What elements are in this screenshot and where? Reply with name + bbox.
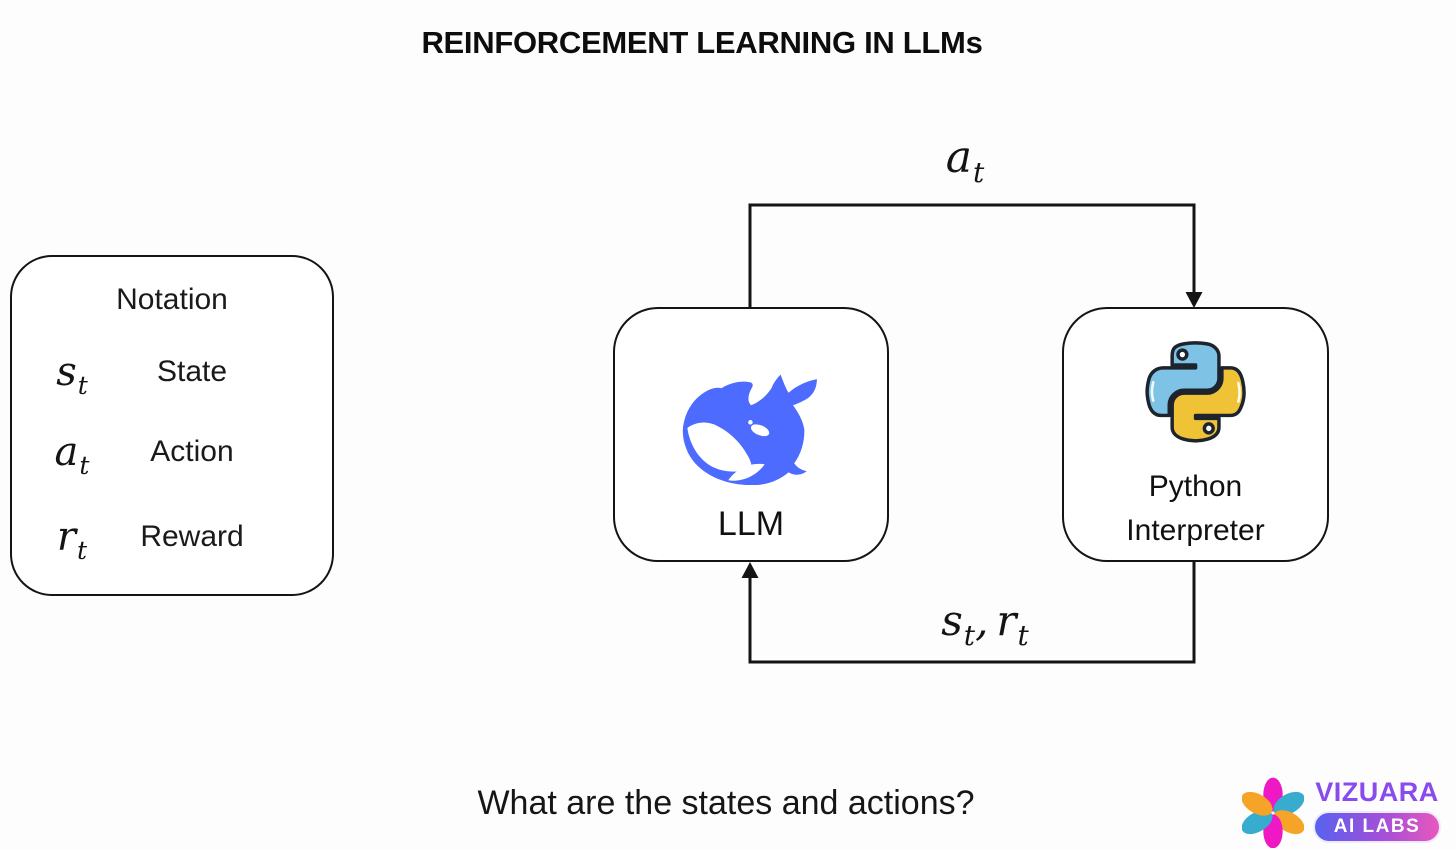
whale-belly bbox=[687, 422, 752, 472]
python-interpreter-node: Python Interpreter bbox=[1062, 307, 1329, 562]
whale-fin-notch bbox=[728, 463, 765, 481]
bottom-arrow-head-icon bbox=[741, 562, 759, 578]
state-label: State bbox=[156, 355, 228, 388]
notation-row-reward: rt Reward bbox=[12, 512, 332, 565]
deepseek-whale-icon bbox=[615, 371, 887, 490]
python-label-line1: Python bbox=[1148, 470, 1243, 503]
python-highlight-left bbox=[1150, 380, 1155, 402]
python-label-line2: Interpreter bbox=[1126, 514, 1265, 547]
vizuara-logo: VIZUARA AI LABS bbox=[1240, 774, 1450, 849]
brand-badge: AI LABS bbox=[1313, 811, 1441, 843]
reward-symbol: rt bbox=[56, 514, 88, 565]
bottom-arrow-label: st,rt bbox=[941, 596, 1029, 652]
action-label: Action bbox=[150, 435, 234, 468]
python-interpreter-label: Python Interpreter bbox=[1064, 465, 1327, 553]
brand-name: VIZUARA bbox=[1315, 777, 1439, 807]
petal-lower-left bbox=[1241, 810, 1273, 835]
question-text: What are the states and actions? bbox=[477, 784, 975, 822]
top-arrow-label: at bbox=[945, 132, 985, 189]
whale-eye bbox=[748, 420, 770, 437]
python-yellow-snake bbox=[1169, 366, 1246, 443]
petal-upper-left bbox=[1241, 791, 1273, 816]
python-highlight-right bbox=[1236, 381, 1241, 403]
notation-row-state: st State bbox=[12, 347, 332, 400]
top-arrow bbox=[748, 203, 1196, 307]
page-title: REINFORCEMENT LEARNING IN LLMs bbox=[421, 25, 983, 60]
llm-node: LLM bbox=[613, 307, 889, 562]
notation-row-action: at Action bbox=[12, 427, 332, 480]
reward-label: Reward bbox=[140, 520, 244, 553]
python-icon bbox=[1064, 336, 1327, 451]
bottom-arrow bbox=[748, 560, 1196, 664]
flower-icon bbox=[1241, 776, 1305, 850]
action-symbol: at bbox=[54, 429, 90, 480]
top-arrow-head-icon bbox=[1185, 292, 1203, 308]
python-blue-snake bbox=[1144, 341, 1221, 418]
llm-label: LLM bbox=[717, 505, 785, 543]
notation-panel: Notation st State at Action rt Reward bbox=[10, 255, 334, 596]
petal-upper-right bbox=[1273, 791, 1305, 816]
brand-text-column: VIZUARA AI LABS bbox=[1306, 774, 1448, 843]
state-symbol: st bbox=[56, 349, 88, 400]
notation-header: Notation bbox=[116, 283, 228, 316]
